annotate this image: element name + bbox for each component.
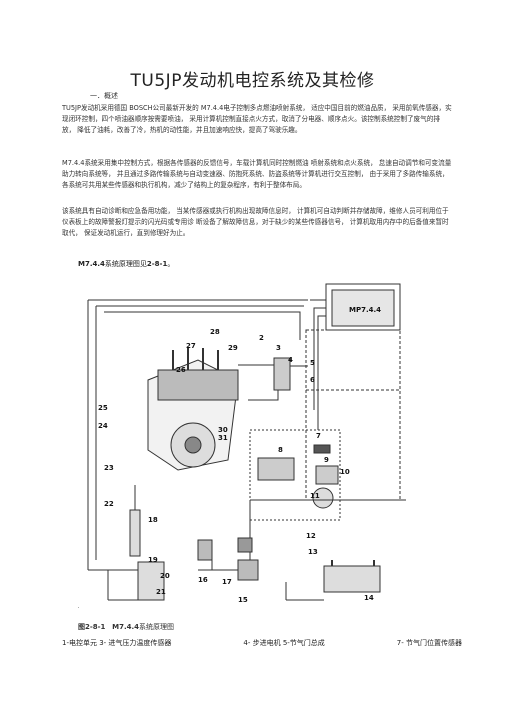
legend-item: 1-电控单元 3- 进气压力温度传感器 [62,639,172,647]
callout-number: 9 [324,456,329,464]
callout-number: 20 [160,572,170,580]
legend-item: 7- 节气门位置传感器 [396,639,462,647]
page-title: TU5JP发动机电控系统及其检修 [130,71,375,91]
callout-number: 24 [98,422,108,430]
caption-text: 系统原理图 [139,623,175,631]
callout-number: 8 [278,446,283,454]
callout-number: 22 [104,500,114,508]
paragraph-3: 该系统具有自动诊断和应急备用功能， 当某传感器或执行机构出现故障信息时， 计算机… [62,207,449,238]
callout-number: 23 [104,464,114,472]
figure-ref-number: 2-8-1 [146,260,168,268]
callout-number: 18 [148,516,158,524]
callout-number: 31 [218,434,228,442]
callout-number: 27 [186,342,196,350]
callout-number: 26 [176,366,186,374]
callout-number: 17 [222,578,232,586]
callout-number: 2 [259,334,264,342]
figure-caption: 图2-8-1 M7.4.4系统原理图 [78,622,174,632]
callout-number: 16 [198,576,208,584]
callout-number: 5 [310,359,315,367]
figure-reference: M7.4.4系统原理图见2-8-1。 [78,259,174,269]
callout-number: 10 [340,468,350,476]
callout-number: 25 [98,404,108,412]
paragraph-1: TU5JP发动机采用德国 BOSCH公司最新开发的 M7.4.4电子控制多点燃油… [62,104,452,135]
callout-number: 1 [78,602,79,610]
legend-item: 4- 步进电机 5-节气门总成 [243,639,325,647]
figure-ref-suffix: 。 [167,260,175,268]
component-legend: 1-电控单元 3- 进气压力温度传感器 4- 步进电机 5-节气门总成 7- 节… [62,638,462,648]
callout-number: 3 [276,344,281,352]
callout-number: 7 [316,432,321,440]
callout-number: 13 [308,548,318,556]
callout-number: 14 [364,594,374,602]
callout-number: 11 [310,492,320,500]
callout-number: 28 [210,328,220,336]
callout-number: 15 [238,596,248,604]
callout-number: 21 [156,588,166,596]
callout-number: 29 [228,344,238,352]
figure-ref-model: M7.4.4 [78,260,105,268]
callout-number: 12 [306,532,316,540]
callout-number: 4 [288,356,293,364]
section-heading: 一．概述 [90,92,118,100]
figure-ref-text: 系统原理图见 [104,260,147,268]
callout-number: 6 [310,376,315,384]
paragraph-2: M7.4.4系统采用集中控制方式，根据各传感器的反馈信号，车载计算机同时控制燃油… [62,159,452,190]
callout-number: 19 [148,556,158,564]
ecu-label: MP7.4.4 [349,306,381,314]
caption-figure-number: 图2-8-1 [78,623,106,631]
caption-model: M7.4.4 [112,623,140,631]
callout-number: 30 [218,426,228,434]
